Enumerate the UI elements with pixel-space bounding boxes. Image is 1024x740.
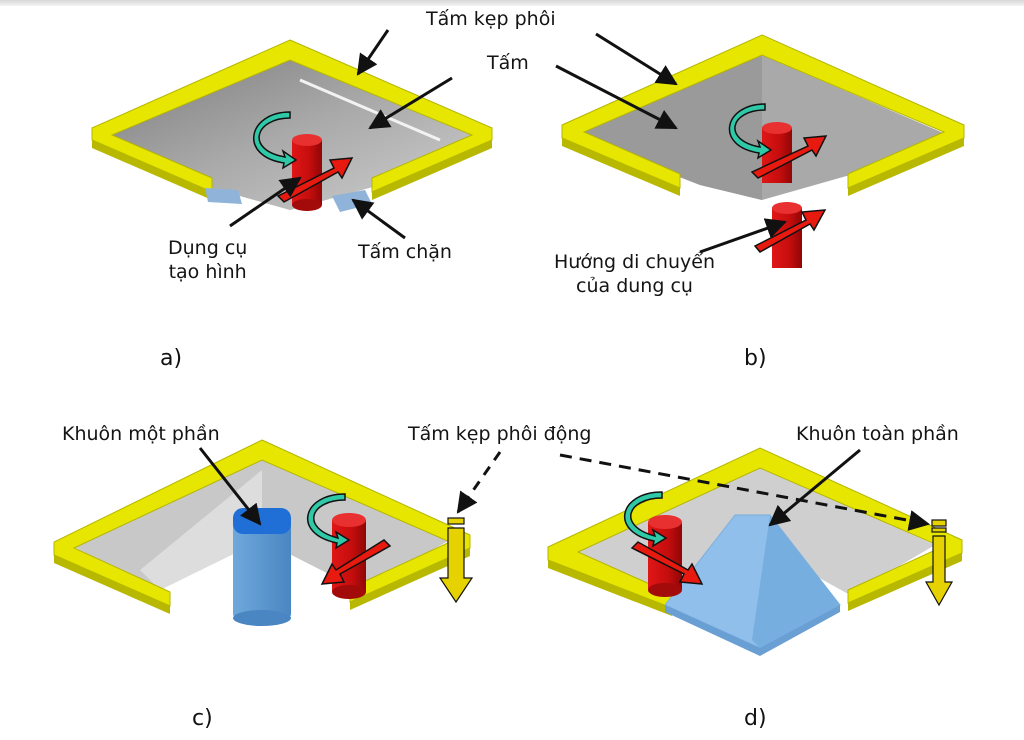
panel-a-diagram bbox=[91, 29, 493, 240]
label-tool-direction: Hướng di chuyển của dung cụ bbox=[554, 250, 715, 298]
panel-label-b: b) bbox=[744, 346, 767, 371]
stopper-plate-left bbox=[205, 188, 242, 204]
panel-label-a: a) bbox=[160, 346, 183, 371]
label-partial-die: Khuôn một phần bbox=[62, 423, 220, 445]
panel-d-diagram bbox=[547, 447, 963, 656]
rotation-arrow-c bbox=[307, 493, 351, 550]
panel-b-diagram bbox=[555, 32, 965, 268]
label-moving-blank-holder: Tấm kẹp phôi động bbox=[408, 423, 592, 445]
moving-holder-down-arrow-c bbox=[438, 517, 474, 604]
partial-die bbox=[233, 520, 291, 618]
movement-arrow-d bbox=[630, 541, 704, 585]
label-stopper-plate: Tấm chặn bbox=[358, 241, 452, 263]
movement-arrow-c bbox=[320, 539, 392, 585]
moving-holder-down-arrow-d bbox=[924, 519, 954, 607]
label-tool-direction-line1: Hướng di chuyển bbox=[554, 251, 715, 273]
rotation-arrow-b bbox=[728, 103, 773, 160]
label-sheet: Tấm bbox=[487, 52, 529, 74]
top-border bbox=[0, 0, 1024, 6]
rotation-arrow-d bbox=[624, 491, 668, 548]
label-forming-tool-line2: tạo hình bbox=[168, 261, 247, 283]
label-forming-tool-line1: Dụng cụ bbox=[168, 237, 248, 259]
panel-c-diagram bbox=[53, 439, 502, 626]
movement-arrow-b-lower bbox=[753, 209, 827, 253]
panel-label-c: c) bbox=[192, 706, 213, 731]
label-full-die: Khuôn toàn phần bbox=[796, 423, 959, 445]
label-forming-tool: Dụng cụ tạo hình bbox=[168, 236, 247, 284]
label-blank-holder: Tấm kẹp phôi bbox=[426, 8, 556, 30]
rotation-arrow-a bbox=[253, 111, 298, 170]
panel-label-d: d) bbox=[744, 706, 767, 731]
label-tool-direction-line2: của dung cụ bbox=[576, 275, 693, 297]
movement-arrow-b-upper bbox=[750, 135, 828, 179]
